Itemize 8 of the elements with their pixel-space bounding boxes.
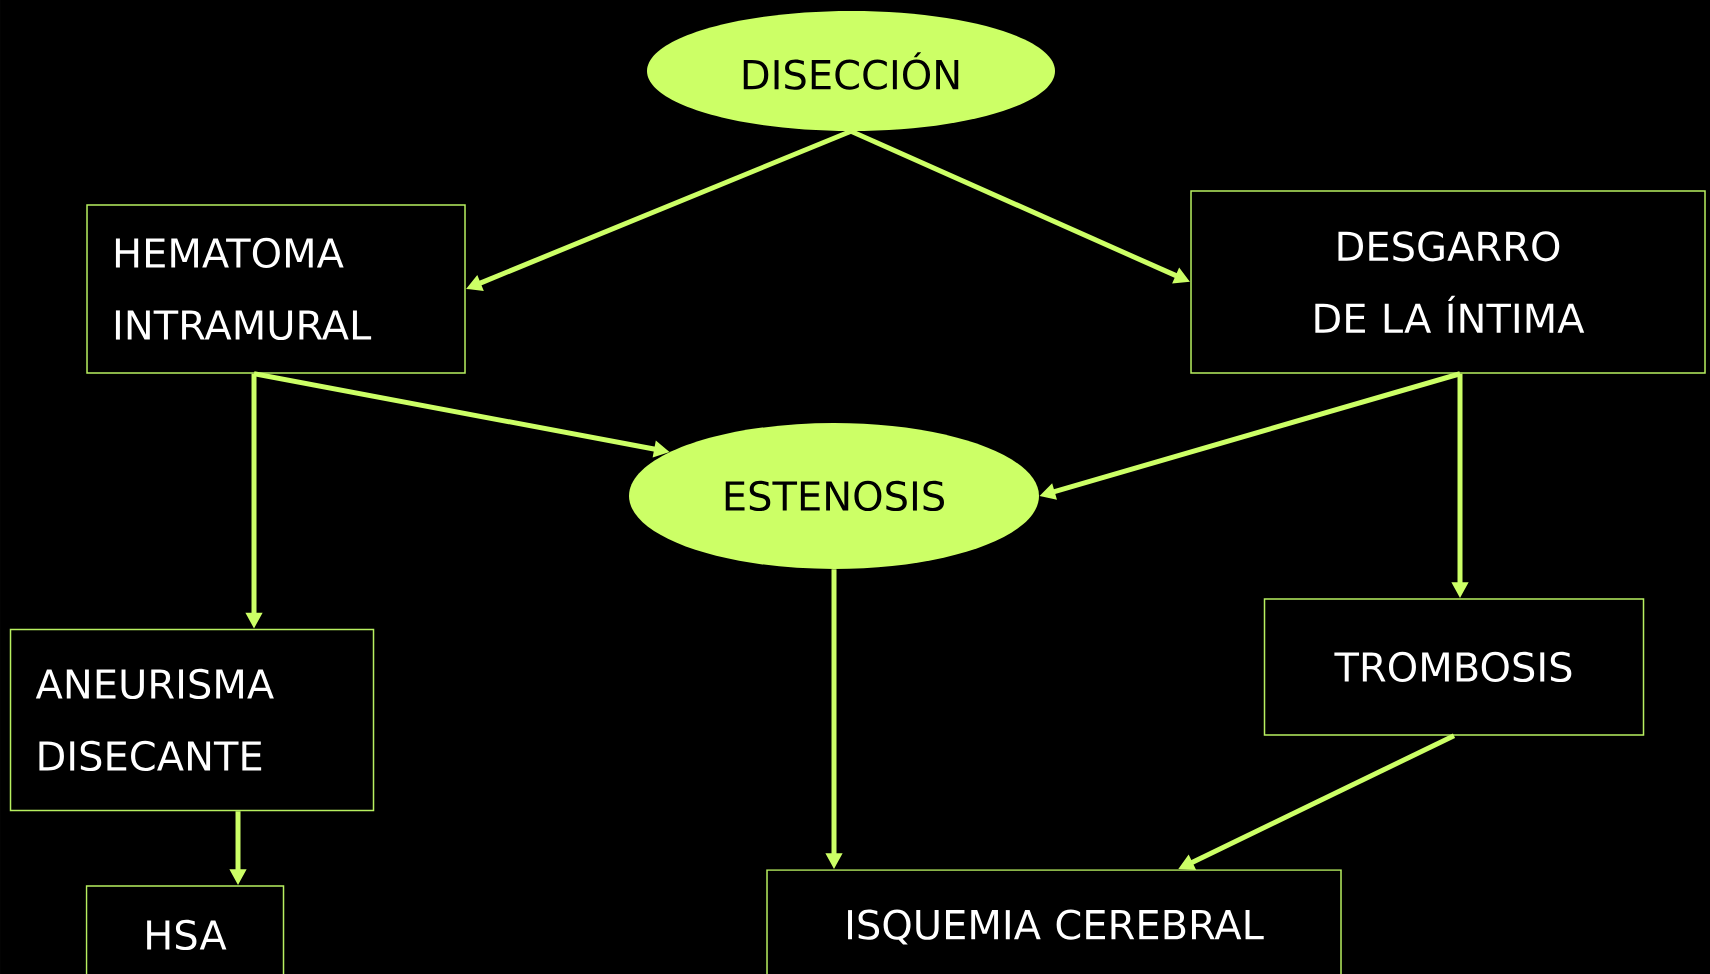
process-box: ISQUEMIA CEREBRAL (766, 869, 1342, 974)
ellipse-node: DISECCIÓN (647, 11, 1055, 131)
process-box: TROMBOSIS (1263, 598, 1645, 736)
process-box: HEMATOMA INTRAMURAL (86, 204, 466, 374)
ellipse-node: ESTENOSIS (629, 423, 1039, 569)
process-box: HSA (85, 885, 285, 974)
process-box: DESGARRO DE LA ÍNTIMA (1190, 190, 1706, 374)
process-box: ANEURISMA DISECANTE (9, 628, 375, 812)
